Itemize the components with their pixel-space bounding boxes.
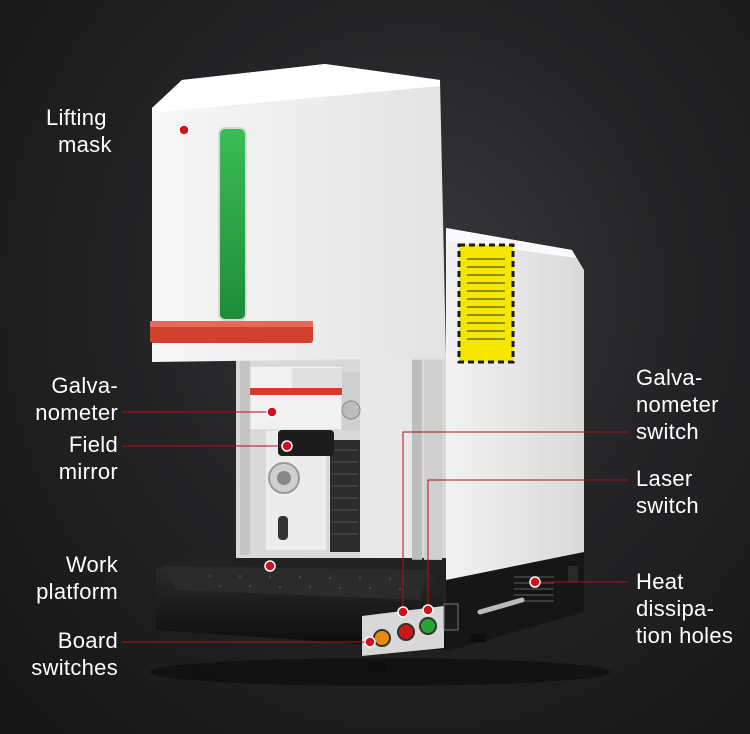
marker-galvanometer [266, 406, 278, 418]
marker-work-platform [264, 560, 276, 572]
marker-heat-dissipation [529, 576, 541, 588]
label-galvanometer: Galva- nometer [35, 373, 118, 425]
warning-label [457, 243, 515, 364]
label-work-platform: Work platform [36, 552, 118, 604]
marker-galvanometer-switch [397, 606, 409, 618]
label-board-switches: Board switches [31, 628, 118, 680]
marker-laser-switch [422, 604, 434, 616]
label-heat-dissipation-holes: Heat dissipa- tion holes [636, 569, 734, 648]
label-galvanometer-switch: Galva- nometer switch [636, 365, 719, 444]
base-unit [156, 552, 584, 672]
field-mirror-lens [278, 430, 334, 456]
orange-switch [373, 629, 391, 647]
green-switch [419, 617, 437, 635]
label-laser-switch: Laser switch [636, 466, 699, 518]
marker-board-switches [364, 636, 376, 648]
side-cabinet [446, 228, 584, 580]
label-field-mirror: Field mirror [58, 432, 118, 484]
red-switch [397, 623, 415, 641]
marker-field-mirror [281, 440, 293, 452]
galvanometer-head [249, 365, 361, 456]
marker-lifting-mask [178, 124, 190, 136]
leader-lines [122, 411, 628, 643]
lifting-mask-hood [150, 64, 446, 362]
base-handle [477, 597, 525, 615]
viewing-window [218, 127, 247, 321]
work-platform-surface [162, 566, 428, 600]
label-lifting-mask: Lifting mask [46, 105, 112, 157]
